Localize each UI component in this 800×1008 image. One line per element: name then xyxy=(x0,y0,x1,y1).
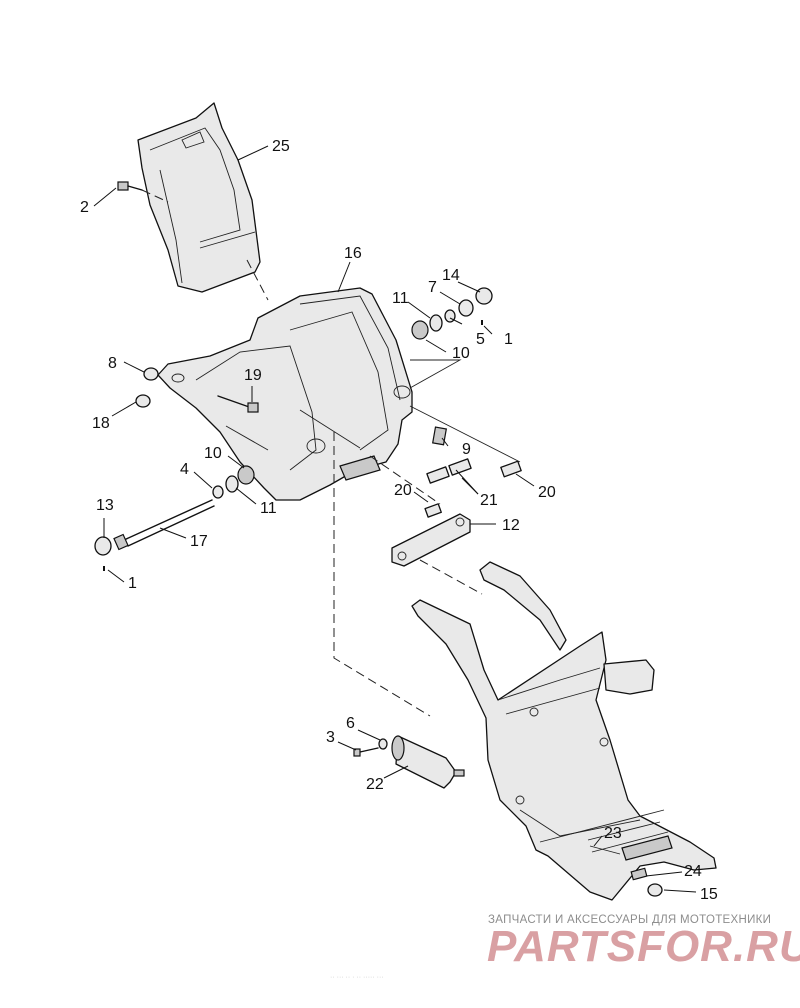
footer-reference: ·· ··· ·· · ·· ····· ··· xyxy=(330,974,384,981)
callout-9: 9 xyxy=(462,441,471,458)
pin-21-part xyxy=(426,458,472,484)
actuator-22-part xyxy=(391,735,465,789)
callout-11-top: 11 xyxy=(392,290,409,307)
callout-19: 19 xyxy=(244,367,262,384)
cap-14-part xyxy=(475,287,493,305)
callout-20-mid: 20 xyxy=(394,482,412,499)
mark-1-part xyxy=(481,320,483,325)
bracket-24-part xyxy=(630,867,648,881)
callout-4: 4 xyxy=(180,461,189,478)
callout-1-left: 1 xyxy=(128,575,137,592)
bolt-3-part xyxy=(353,747,379,757)
callout-21: 21 xyxy=(480,492,498,509)
lower-frame-part xyxy=(411,561,717,901)
washer-18-part xyxy=(135,394,151,408)
callout-13: 13 xyxy=(96,497,114,514)
washer-11-part xyxy=(429,314,443,332)
callout-5: 5 xyxy=(476,331,485,348)
bushing-10b-part xyxy=(237,465,255,485)
callout-10-left: 10 xyxy=(204,445,222,462)
callout-15: 15 xyxy=(700,886,718,903)
mark-1b-part xyxy=(103,566,105,571)
callout-14: 14 xyxy=(442,267,460,284)
link-12-part xyxy=(391,513,471,567)
frame-section-part xyxy=(157,287,413,501)
nut-8-part xyxy=(143,367,159,381)
callout-2: 2 xyxy=(80,199,89,216)
callout-16: 16 xyxy=(344,245,362,262)
nut-7-part xyxy=(458,299,474,317)
bushing-10-part xyxy=(411,320,429,340)
watermark-tagline: ЗАПЧАСТИ И АКСЕССУАРЫ ДЛЯ МОТОТЕХНИКИ xyxy=(488,914,772,926)
callout-25: 25 xyxy=(272,138,290,155)
callout-18: 18 xyxy=(92,415,110,432)
bracket-9-part xyxy=(432,426,448,446)
axle-17-part xyxy=(113,499,215,551)
leader-lines xyxy=(93,145,697,893)
callout-20-right: 20 xyxy=(538,484,556,501)
washer-11b-part xyxy=(225,475,239,493)
callout-23: 23 xyxy=(604,825,622,842)
callout-22: 22 xyxy=(366,776,384,793)
callout-12: 12 xyxy=(502,517,520,534)
callout-8: 8 xyxy=(108,355,117,372)
callout-1-top: 1 xyxy=(504,331,513,348)
callout-7: 7 xyxy=(428,279,437,296)
callout-3: 3 xyxy=(326,729,335,746)
washer-4-part xyxy=(212,485,224,499)
nut-15-part xyxy=(647,883,663,897)
callout-labels: 25 2 16 14 7 11 5 1 10 8 19 18 9 10 4 20… xyxy=(80,138,718,903)
bolt-2-part xyxy=(117,181,143,191)
callout-6: 6 xyxy=(346,715,355,732)
fender-cover-part xyxy=(137,102,261,293)
cap-13-part xyxy=(94,536,112,556)
callout-24: 24 xyxy=(684,863,702,880)
watermark-logo: PARTSFOR.RU xyxy=(487,922,800,971)
callout-11-left: 11 xyxy=(260,500,277,517)
callout-10-top: 10 xyxy=(452,345,470,362)
pin-20-part xyxy=(424,460,522,518)
stud-19-part xyxy=(217,395,259,413)
washer-6-part xyxy=(378,738,388,750)
callout-17: 17 xyxy=(190,533,208,550)
